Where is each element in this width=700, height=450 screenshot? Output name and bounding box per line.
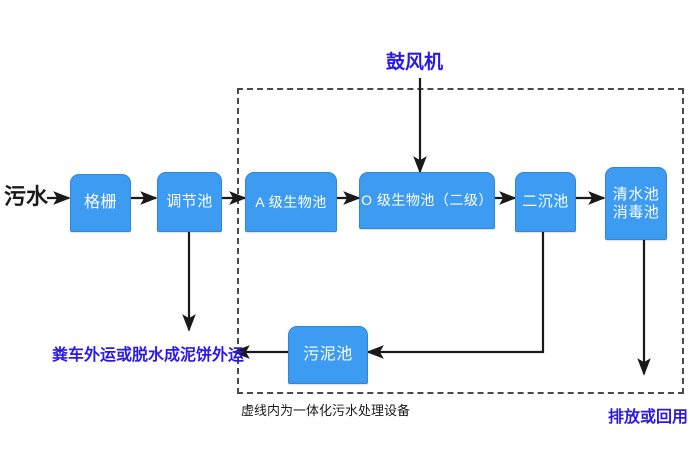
node-o-bio[interactable]: O 级生物池（二级） xyxy=(359,172,495,229)
node-a-bio-label: A 级生物池 xyxy=(255,193,327,210)
node-sludge-pool-label: 污泥池 xyxy=(303,345,353,363)
effluent-label: 排放或回用 xyxy=(608,409,689,426)
node-o-bio-label: O 级生物池（二级） xyxy=(361,192,493,209)
node-grid-label: 格栅 xyxy=(83,193,117,211)
node-sludge-pool[interactable]: 污泥池 xyxy=(288,326,368,384)
inlet-label: 污水 xyxy=(4,184,49,209)
node-clearwater[interactable]: 清水池 消毒池 xyxy=(605,167,667,240)
node-equalize-label: 调节池 xyxy=(166,193,213,211)
node-clearwater-label-line1: 清水池 xyxy=(612,186,660,204)
node-secondary-settler-label: 二沉池 xyxy=(522,193,569,211)
enclosure-caption: 虚线内为一体化污水处理设备 xyxy=(241,403,411,418)
node-secondary-settler[interactable]: 二沉池 xyxy=(515,172,576,232)
sludge-haul-label: 粪车外运或脱水成泥饼外运 xyxy=(52,347,245,364)
node-grid[interactable]: 格栅 xyxy=(70,174,131,232)
integrated-equipment-enclosure xyxy=(237,88,684,394)
node-equalize[interactable]: 调节池 xyxy=(157,172,222,232)
blower-label: 鼓风机 xyxy=(386,52,444,73)
node-a-bio[interactable]: A 级生物池 xyxy=(245,172,337,232)
node-clearwater-label-line2: 消毒池 xyxy=(612,203,660,221)
